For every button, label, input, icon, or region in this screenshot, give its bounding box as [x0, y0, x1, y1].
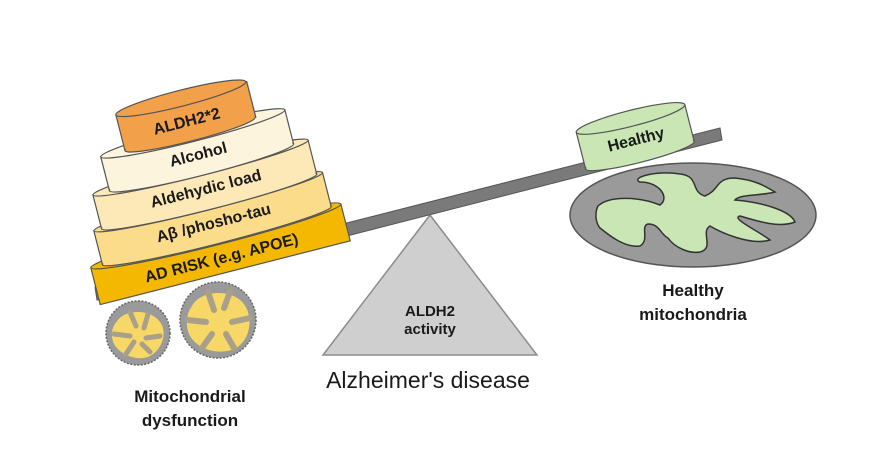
- fulcrum-label-line1: ALDH2: [405, 303, 455, 320]
- fulcrum-label-line2: activity: [404, 321, 456, 338]
- stack-layer-aldh2-2: ALDH2*2: [115, 79, 257, 153]
- healthy-caption-line1: Healthy: [662, 281, 724, 300]
- dysfunction-caption-line2: dysfunction: [142, 411, 238, 430]
- diagram-title: Alzheimer's disease: [326, 367, 530, 393]
- dysfunction-caption-line1: Mitochondrial: [134, 387, 245, 406]
- healthy-weight: Healthy: [575, 101, 695, 172]
- risk-stack: AD RISK (e.g. APOE) Aβ /phosho-tau Aldeh…: [90, 79, 351, 306]
- fulcrum-triangle: [321, 213, 539, 356]
- dysfunctional-mitochondrion-large-icon: [179, 281, 257, 359]
- healthy-caption-line2: mitochondria: [639, 305, 747, 324]
- dysfunctional-mitochondrion-small-icon: [105, 300, 171, 366]
- healthy-mitochondria-icon: [569, 162, 817, 268]
